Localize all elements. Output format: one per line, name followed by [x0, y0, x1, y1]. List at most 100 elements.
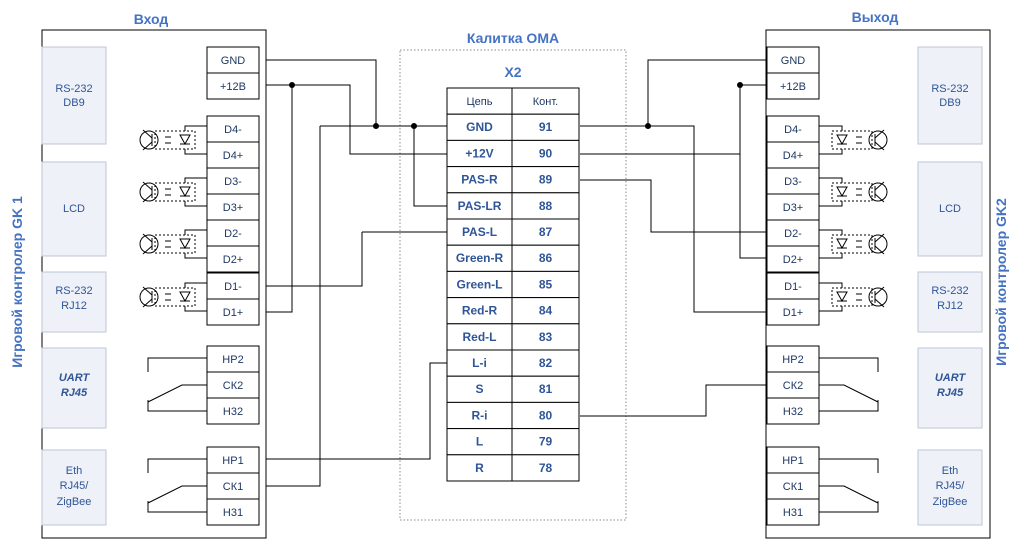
contact-number: 89	[539, 173, 553, 187]
contact-number: 86	[539, 251, 553, 265]
module-label: RS-232	[55, 285, 92, 297]
module-label: DB9	[63, 97, 84, 109]
right-pin-column: GND+12ВD4-D4+D3-D3+D2-D2+D1-D1+НР2СК2Н32…	[766, 46, 820, 526]
module-label: RS-232	[931, 83, 968, 95]
contact-number: 88	[539, 199, 553, 213]
module-label: ZigBee	[933, 496, 968, 508]
pin-label: +12В	[780, 81, 806, 93]
pin-cell	[766, 141, 820, 169]
circuit-name: PAS-LR	[458, 199, 502, 213]
module-label: RJ45	[937, 387, 964, 399]
table-row	[446, 166, 513, 194]
optocoupler-icon	[139, 177, 207, 207]
table-row	[446, 244, 513, 272]
module-label: DB9	[939, 97, 960, 109]
module-eth-rj45-zigbee	[917, 449, 983, 526]
pin-label: D4-	[784, 124, 802, 136]
module-rs232-rj12	[917, 271, 983, 333]
module-label: Eth	[66, 465, 83, 477]
pin-label: +12В	[220, 81, 246, 93]
module-label: RJ12	[937, 300, 963, 312]
module-label: RJ45/	[60, 480, 90, 492]
gate-frame	[399, 49, 627, 521]
contact-number: 78	[539, 461, 553, 475]
module-label: LCD	[63, 203, 85, 215]
pin-cell	[766, 115, 820, 143]
pin-cell	[766, 272, 820, 300]
pin-label: D3+	[223, 202, 244, 214]
module-label: RJ12	[61, 300, 87, 312]
module-label: UART	[935, 372, 967, 384]
left-pin-column: GND+12ВD4-D4+D3-D3+D2-D2+D1-D1+НР2СК2Н32…	[206, 46, 260, 526]
pin-label: D3-	[784, 176, 802, 188]
pin-cell	[206, 345, 260, 373]
pin-label: D4-	[224, 124, 242, 136]
table-row	[446, 375, 513, 403]
pin-label: НР2	[222, 354, 243, 366]
circuit-name: PAS-L	[462, 225, 497, 239]
table-title: X2	[504, 64, 521, 80]
module-uart-rj45	[41, 347, 107, 429]
module-label: RJ45/	[936, 480, 966, 492]
circuit-name: L	[476, 435, 483, 449]
wires	[266, 59, 766, 487]
contact-number: 82	[539, 356, 553, 370]
pin-label: D2-	[224, 228, 242, 240]
optocoupler-icon	[139, 282, 207, 312]
pin-label: D4+	[783, 150, 804, 162]
module-label: RS-232	[55, 83, 92, 95]
module-rs232-db9	[41, 46, 107, 145]
module-label: UART	[59, 372, 91, 384]
table-row	[446, 349, 513, 377]
module-uart-rj45	[917, 347, 983, 429]
pin-cell	[766, 397, 820, 425]
pin-cell	[766, 245, 820, 273]
circuit-name: +12V	[465, 146, 493, 160]
right-controller-title: Игровой контролер GK2	[993, 198, 1009, 366]
circuit-name: R-i	[472, 408, 488, 422]
table-header: Цепь	[467, 96, 493, 108]
pin-label: D1+	[783, 307, 804, 319]
module-lcd	[41, 161, 107, 257]
optocoupler-icon	[819, 282, 888, 312]
circuit-name: Green-R	[456, 251, 504, 265]
pin-cell	[766, 298, 820, 326]
pin-label: Н32	[783, 406, 803, 418]
pin-label: Н32	[223, 406, 243, 418]
module-label: ZigBee	[57, 496, 92, 508]
table-row	[446, 270, 513, 299]
circuit-name: Red-L	[463, 330, 497, 344]
contact-number: 81	[539, 382, 553, 396]
pin-label: D2+	[223, 254, 244, 266]
contact-number: 79	[539, 435, 553, 449]
pin-cell	[206, 397, 260, 425]
module-rs232-db9	[917, 46, 983, 145]
optocoupler-icon	[819, 125, 888, 155]
optocoupler-icon	[139, 125, 207, 155]
contact-number: 90	[539, 146, 553, 160]
pin-label: D4+	[223, 150, 244, 162]
circuit-name: L-i	[472, 356, 487, 370]
pin-label: GND	[781, 55, 806, 67]
pin-cell	[766, 498, 820, 526]
circuit-name: Green-L	[456, 277, 502, 291]
contact-number: 84	[539, 304, 553, 318]
pin-cell	[766, 167, 820, 195]
pin-label: GND	[221, 55, 246, 67]
left-controller-title: Игровой контролер GK 1	[9, 196, 25, 368]
pin-label: D1-	[224, 281, 242, 293]
table-header: Конт.	[533, 96, 558, 108]
pin-label: D3+	[783, 202, 804, 214]
contact-number: 83	[539, 330, 553, 344]
circuit-name: GND	[466, 120, 493, 134]
circuit-name: S	[475, 382, 483, 396]
module-label: RS-232	[931, 285, 968, 297]
pin-cell	[206, 245, 260, 273]
module-lcd	[917, 161, 983, 257]
pin-label: D1+	[223, 307, 244, 319]
pin-label: НР1	[222, 455, 243, 467]
output-title: Выход	[852, 9, 899, 25]
relay-contact-right-1	[819, 458, 879, 513]
optocoupler-icon	[819, 229, 888, 259]
